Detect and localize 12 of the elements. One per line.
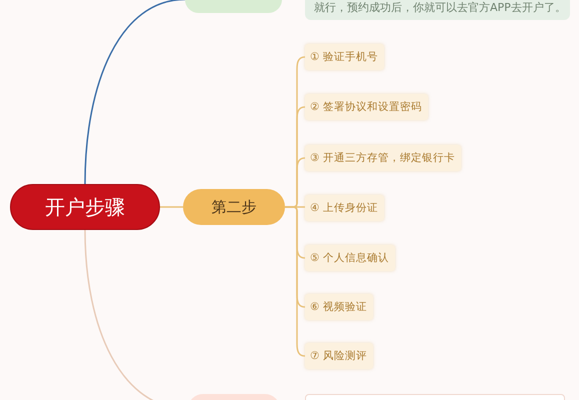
branch-line bbox=[160, 206, 183, 208]
root-pill: 开户步骤 bbox=[10, 184, 160, 230]
step-item: ④ 上传身份证 bbox=[305, 195, 384, 221]
step-item: ② 签署协议和设置密码 bbox=[305, 94, 428, 120]
step-item: ③ 开通三方存管，绑定银行卡 bbox=[305, 145, 461, 171]
step-item: ⑤ 个人信息确认 bbox=[305, 245, 395, 271]
step-item: ① 验证手机号 bbox=[305, 44, 384, 70]
step-item: ⑥ 视频验证 bbox=[305, 294, 373, 320]
branch-line bbox=[84, 0, 186, 184]
topic-pill: 第二步 bbox=[183, 189, 285, 225]
note-box: 就行，预约成功后，你就可以去官方APP去开户了。 bbox=[305, 0, 570, 20]
step-item: ⑦ 风险测评 bbox=[305, 343, 373, 369]
